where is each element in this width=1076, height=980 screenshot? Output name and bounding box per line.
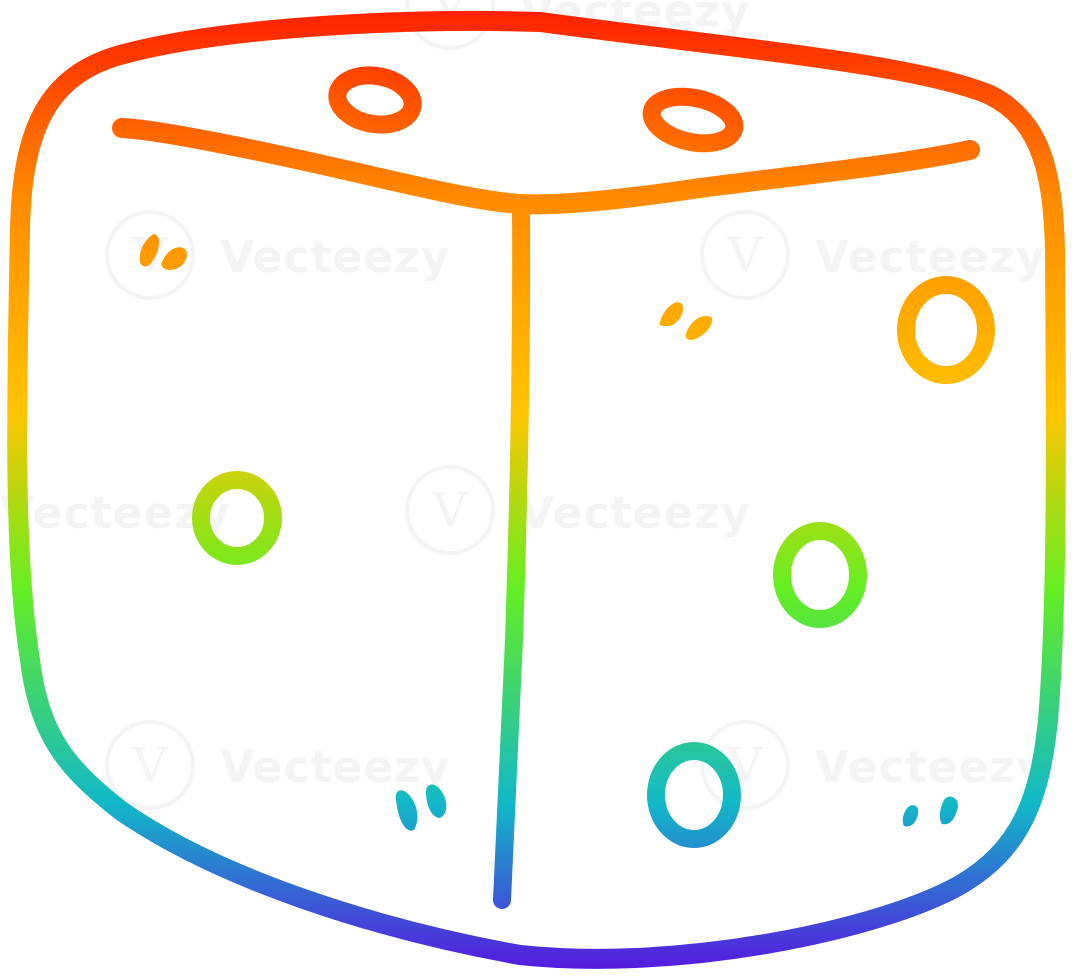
tick-mark [902,805,919,827]
watermark-text: Vecteezy [520,488,751,539]
watermark-text: Vecteezy [220,742,451,793]
watermark-text: Vecteezy [0,488,231,539]
cube-outline [7,10,1066,969]
tick-mark [659,302,683,326]
tick-mark [161,247,187,270]
watermark-logo-icon [105,720,195,810]
tick-mark [139,234,160,267]
pip-left-middle [192,471,282,565]
tick-mark [395,790,418,831]
watermark-text: Vecteezy [815,742,1046,793]
tick-mark [685,315,713,340]
pip-right-top [897,276,995,384]
pip-right-bottom [647,742,741,848]
watermark-text: Vecteezy [220,232,451,283]
pip-top-left [328,66,422,134]
tick-mark [939,796,958,825]
front-edge [493,203,531,909]
pip-top-right [642,87,744,153]
tick-mark [426,784,447,818]
top-face-edge [112,118,980,215]
watermark-text: Vecteezy [815,232,1046,283]
pip-right-middle [773,522,867,628]
watermark-logo-icon [405,465,495,555]
watermark-logo-icon [700,210,790,300]
